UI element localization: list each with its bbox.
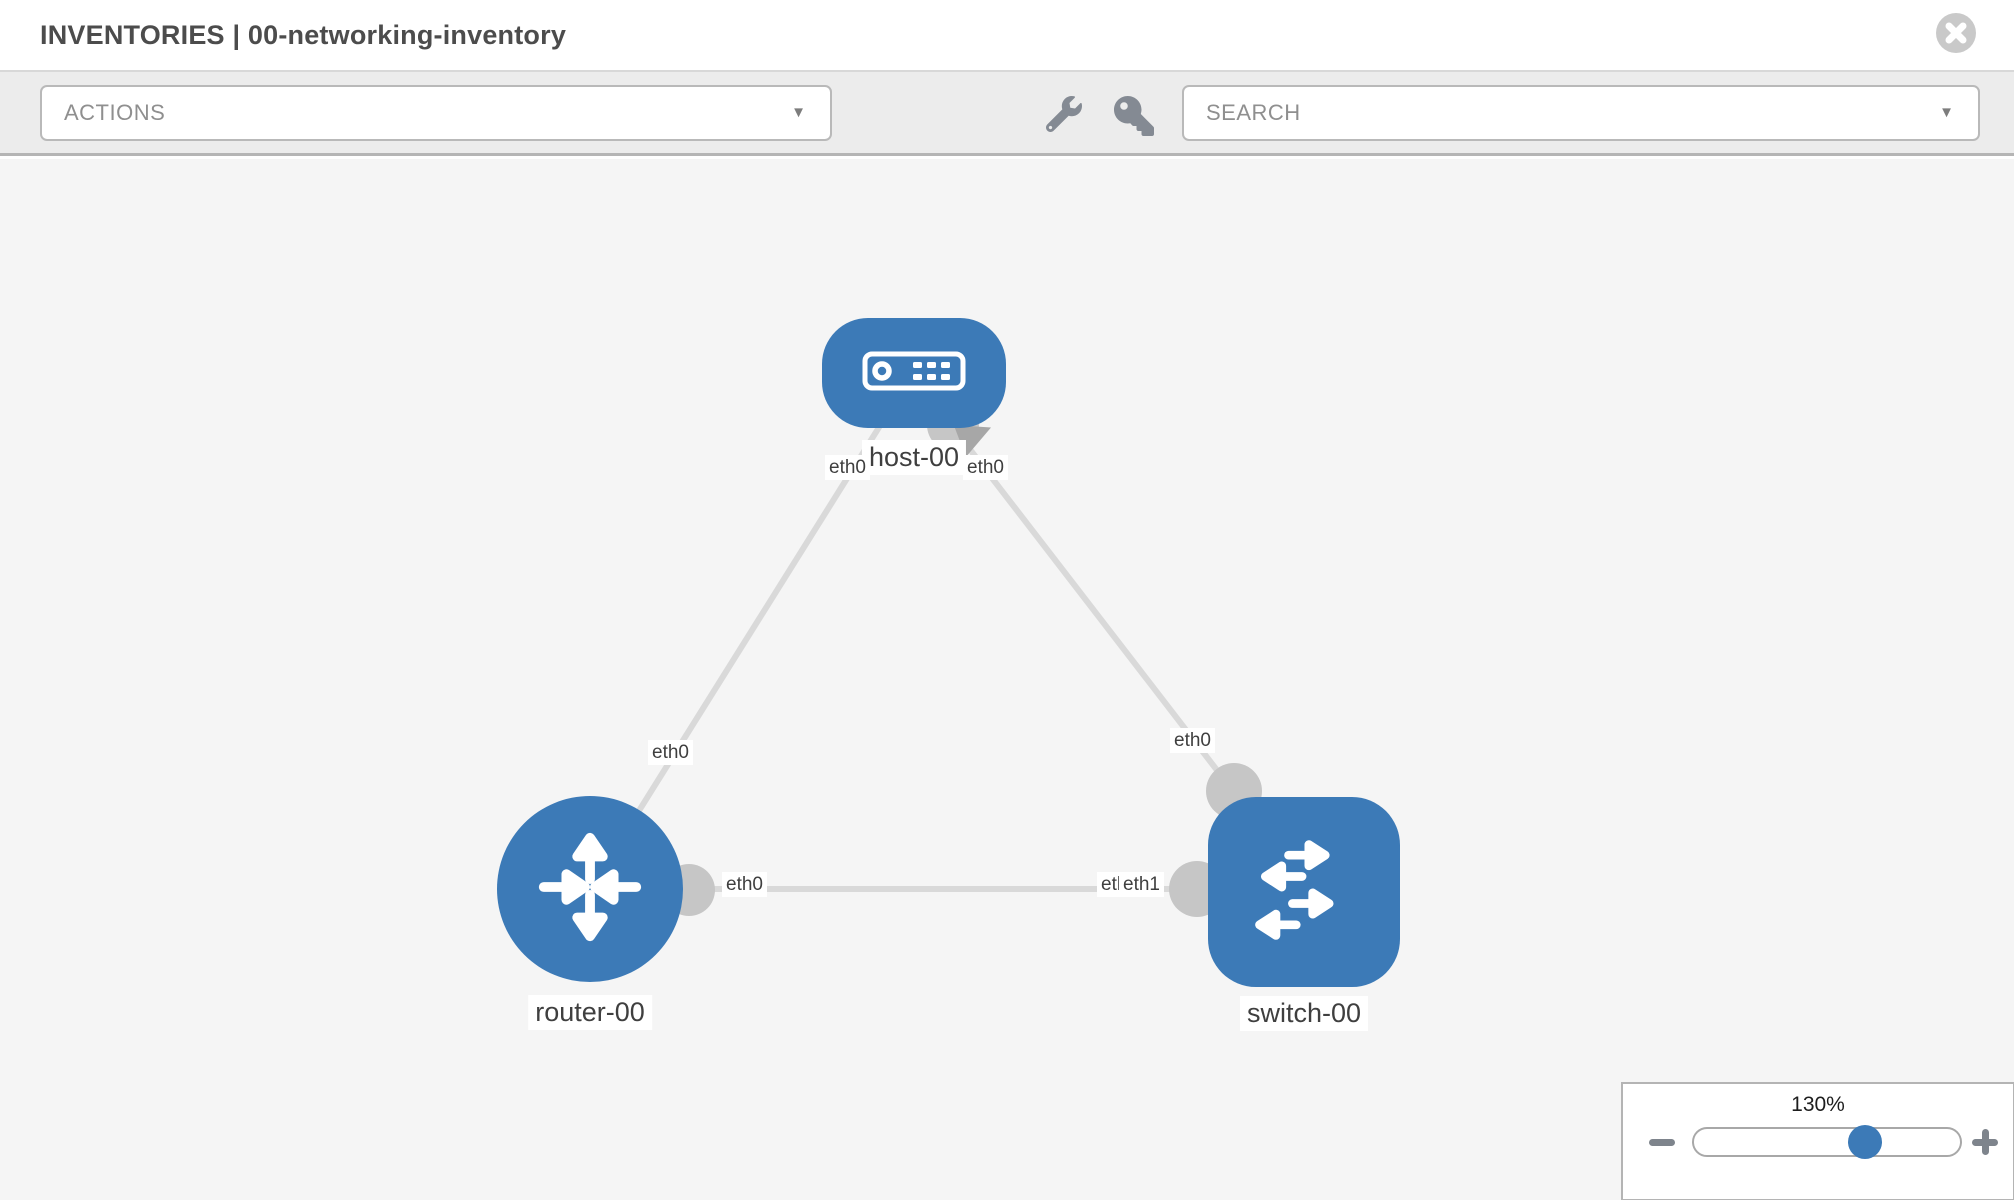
chevron-down-icon: ▼ bbox=[1939, 104, 1954, 121]
interface-label-eth0: eth0 bbox=[1170, 728, 1215, 753]
search-dropdown[interactable]: SEARCH ▼ bbox=[1182, 85, 1980, 141]
node-host-00[interactable] bbox=[822, 318, 1006, 428]
zoom-level-value: 130% bbox=[1791, 1093, 1845, 1116]
node-label-host-00: host-00 bbox=[861, 440, 967, 475]
chevron-down-icon: ▼ bbox=[791, 104, 806, 121]
node-router-00[interactable] bbox=[497, 796, 683, 982]
host-device-icon bbox=[862, 351, 966, 396]
interface-label-eth0: eth0 bbox=[963, 455, 1008, 480]
credentials-button[interactable] bbox=[1114, 96, 1154, 136]
zoom-slider-thumb[interactable] bbox=[1848, 1125, 1882, 1159]
minus-icon bbox=[1649, 1138, 1675, 1146]
close-button[interactable] bbox=[1935, 12, 1977, 54]
node-label-switch-00: switch-00 bbox=[1239, 996, 1369, 1031]
topology-links bbox=[587, 371, 1300, 892]
zoom-in-button[interactable] bbox=[1968, 1125, 2002, 1159]
interface-label-eth0: eth0 bbox=[825, 455, 870, 480]
interface-label-eth1: eth1 bbox=[1119, 872, 1164, 897]
interface-label-eth0: eth0 bbox=[722, 872, 767, 897]
router-device-icon bbox=[531, 828, 649, 951]
actions-dropdown-label: ACTIONS bbox=[64, 100, 166, 125]
node-label-router-00: router-00 bbox=[528, 995, 652, 1030]
header: INVENTORIES | 00-networking-inventory bbox=[0, 0, 2014, 72]
key-icon bbox=[1114, 96, 1154, 136]
search-dropdown-label: SEARCH bbox=[1206, 100, 1301, 125]
node-switch-00[interactable] bbox=[1208, 797, 1400, 987]
wrench-icon bbox=[1046, 96, 1082, 132]
zoom-slider-track[interactable] bbox=[1692, 1127, 1962, 1157]
plus-icon bbox=[1981, 1129, 1989, 1155]
close-icon bbox=[1935, 13, 1977, 57]
interface-label-eth0: eth0 bbox=[648, 740, 693, 765]
configure-button[interactable] bbox=[1046, 96, 1082, 132]
toolbar: ACTIONS ▼ SEARCH ▼ bbox=[0, 72, 2014, 156]
page-title: INVENTORIES | 00-networking-inventory bbox=[40, 20, 567, 50]
topology-canvas[interactable]: host-00 router-00 switch-00 eth0 eth0 et… bbox=[0, 159, 2014, 1200]
switch-device-icon bbox=[1246, 832, 1362, 953]
actions-dropdown[interactable]: ACTIONS ▼ bbox=[40, 85, 832, 141]
zoom-control-panel: 130% bbox=[1621, 1082, 2014, 1200]
zoom-out-button[interactable] bbox=[1645, 1125, 1679, 1159]
